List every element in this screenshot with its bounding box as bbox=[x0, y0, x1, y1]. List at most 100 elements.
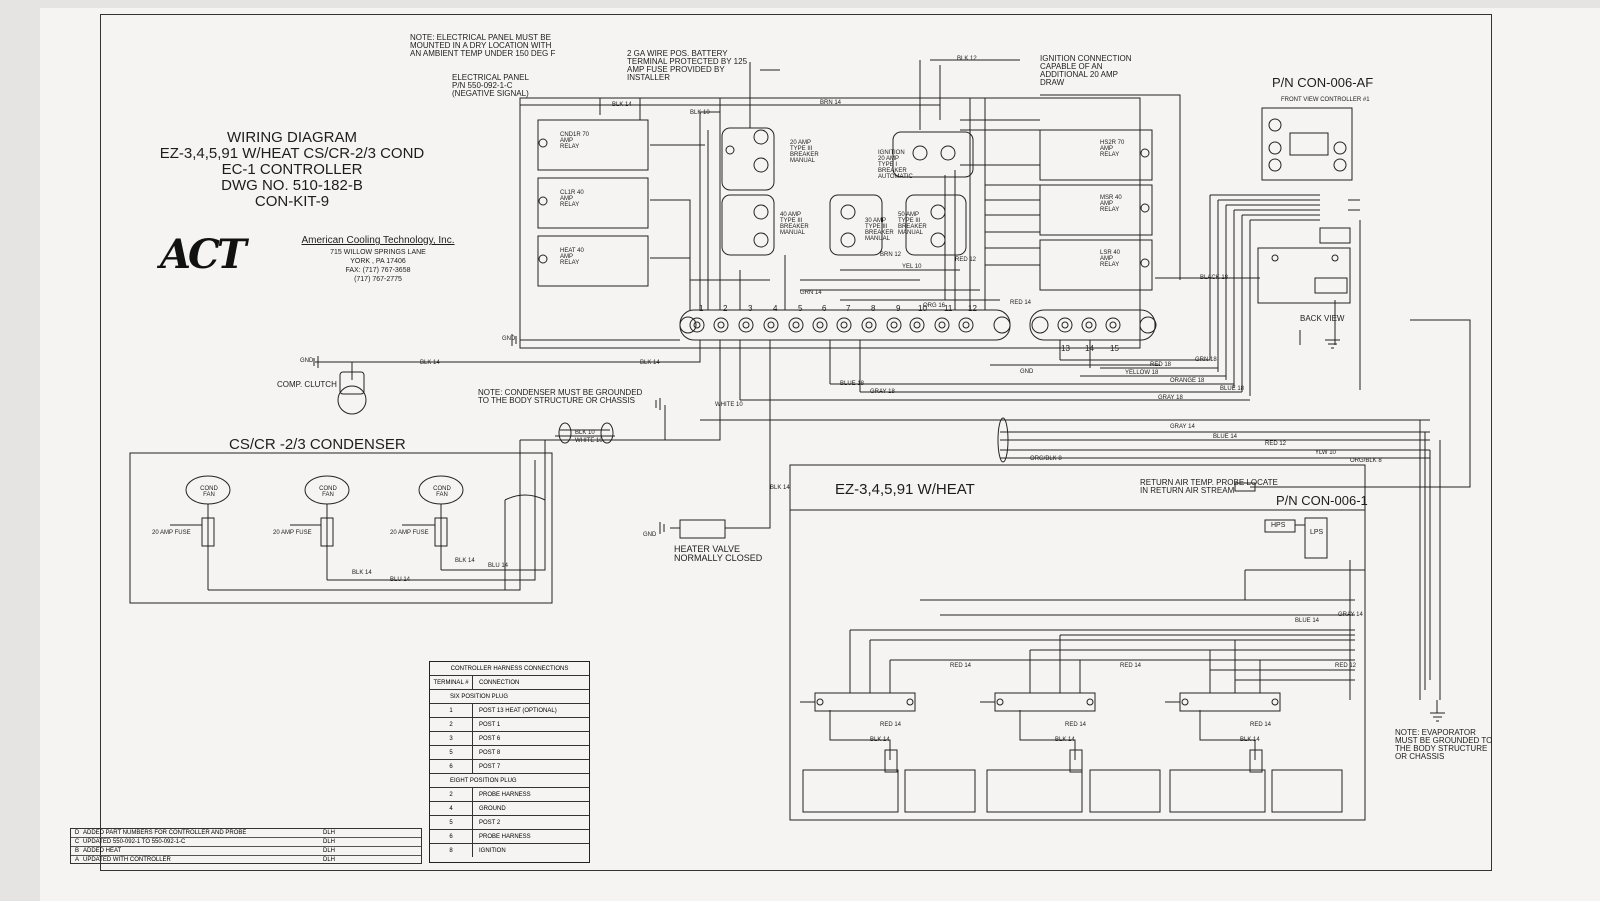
terminal-cell: 4 bbox=[430, 802, 473, 815]
col-connection: CONNECTION bbox=[479, 679, 520, 686]
relay-mount-hole bbox=[538, 138, 548, 148]
table-header: TERMINAL # CONNECTION bbox=[430, 676, 589, 690]
wire-label: ORANGE 18 bbox=[1170, 378, 1205, 384]
relay-mount-hole bbox=[538, 254, 548, 264]
wire-label: BLK 12 bbox=[957, 56, 977, 62]
wire-label: YEL 10 bbox=[902, 264, 922, 270]
terminal-post bbox=[1057, 317, 1073, 333]
six-position-header: SIX POSITION PLUG bbox=[430, 690, 589, 704]
terminal-strip-13-15 bbox=[1029, 309, 1156, 341]
table-title: CONTROLLER HARNESS CONNECTIONS bbox=[430, 662, 589, 676]
terminal-post-center bbox=[1061, 321, 1069, 329]
wire-label: GRAY 18 bbox=[870, 389, 895, 395]
terminal-post bbox=[763, 317, 779, 333]
terminal-11: 11 bbox=[944, 304, 953, 313]
wire-label: BLK 10 bbox=[690, 110, 710, 116]
title-block: WIRING DIAGRAM EZ-3,4,5,91 W/HEAT CS/CR-… bbox=[150, 130, 434, 210]
wire-label: GND bbox=[502, 336, 516, 342]
terminal-10: 10 bbox=[918, 304, 927, 313]
wire-label: ORG/BLK 8 bbox=[1350, 458, 1382, 464]
relay-lsr-label: LSR 40 AMP RELAY bbox=[1100, 250, 1121, 268]
wire-label: YELLOW 18 bbox=[1125, 370, 1159, 376]
wire-label: BLK 10 bbox=[575, 430, 595, 436]
terminal-post-center bbox=[865, 321, 873, 329]
terminal-9: 9 bbox=[896, 304, 901, 313]
connection-cell: POST 6 bbox=[479, 735, 501, 742]
wire-label: RED 14 bbox=[1010, 300, 1032, 306]
wire-label: RED 18 bbox=[1150, 362, 1172, 368]
evaporator-section-title: EZ-3,4,5,91 W/HEAT bbox=[835, 481, 975, 498]
rev-by: DLH bbox=[323, 857, 336, 863]
wire-label: RED 12 bbox=[1265, 441, 1287, 447]
wire-label: BLUE 14 bbox=[1295, 618, 1320, 624]
connection-cell: POST 2 bbox=[479, 819, 501, 826]
rev-desc: ADDED HEAT bbox=[83, 848, 122, 854]
terminal-cell: 5 bbox=[430, 816, 473, 829]
wire-label: BLK 14 bbox=[352, 570, 372, 576]
terminal-post bbox=[1081, 317, 1097, 333]
condenser-section-title: CS/CR -2/3 CONDENSER bbox=[229, 436, 406, 453]
wire-label: BLK 14 bbox=[1240, 737, 1260, 743]
title-line-4: DWG NO. 510-182-B bbox=[221, 177, 363, 194]
controller-pn-1: P/N CON-006-1 bbox=[1276, 493, 1368, 508]
rev-desc: UPDATED 550-092-1 TO 550-092-1-C bbox=[83, 839, 186, 845]
terminal-cell: 2 bbox=[430, 788, 473, 801]
terminal-cell: 1 bbox=[430, 704, 473, 717]
fuse-label-2: 20 AMP FUSE bbox=[273, 530, 312, 536]
paper-sheet bbox=[40, 8, 1600, 901]
terminal-post-center bbox=[742, 321, 750, 329]
terminal-cell: 8 bbox=[430, 844, 473, 857]
company-phone: (717) 767-2775 bbox=[354, 276, 402, 283]
wire-label: WHITE 10 bbox=[715, 402, 743, 408]
terminal-post bbox=[886, 317, 902, 333]
wire-label: RED 14 bbox=[950, 663, 972, 669]
wire-label: GRAY 14 bbox=[1338, 612, 1363, 618]
terminal-post bbox=[788, 317, 804, 333]
terminal-cell: 2 bbox=[430, 718, 473, 731]
evaporator-outline bbox=[789, 464, 1366, 821]
rev-letter: D bbox=[74, 830, 80, 836]
breaker-30a bbox=[829, 194, 883, 256]
rev-by: DLH bbox=[323, 839, 336, 845]
relay-cl1r bbox=[537, 177, 649, 229]
battery-wire-note: 2 GA WIRE POS. BATTERY TERMINAL PROTECTE… bbox=[627, 49, 748, 82]
wire-label: GND bbox=[1020, 369, 1034, 375]
terminal-8: 8 bbox=[871, 304, 876, 313]
relay-mount-hole bbox=[538, 196, 548, 206]
title-line-1: WIRING DIAGRAM bbox=[227, 129, 357, 146]
terminal-post-center bbox=[962, 321, 970, 329]
wire-label: ORG 16 bbox=[923, 303, 946, 309]
terminal-5: 5 bbox=[798, 304, 803, 313]
breaker-50a-label: 50 AMP TYPE III BREAKER MANUAL bbox=[898, 212, 927, 236]
wire-label: BLUE 18 bbox=[840, 381, 865, 387]
controller-pn-af: P/N CON-006-AF bbox=[1272, 75, 1374, 90]
terminal-post-center bbox=[816, 321, 824, 329]
wire-label: BLK 14 bbox=[420, 360, 440, 366]
terminal-post-center bbox=[693, 321, 701, 329]
front-view-label: FRONT VIEW CONTROLLER #1 bbox=[1281, 97, 1370, 103]
return-air-probe-note: RETURN AIR TEMP. PROBE LOCATE IN RETURN … bbox=[1140, 478, 1278, 495]
terminal-post bbox=[713, 317, 729, 333]
comp-clutch-label: COMP. CLUTCH bbox=[277, 380, 337, 389]
terminal-post-center bbox=[792, 321, 800, 329]
terminal-2: 2 bbox=[723, 304, 728, 313]
rev-desc: UPDATED WITH CONTROLLER bbox=[83, 857, 171, 863]
connection-cell: PROBE HARNESS bbox=[479, 833, 531, 840]
terminal-post bbox=[909, 317, 925, 333]
wire-label: GRN 18 bbox=[1195, 357, 1217, 363]
terminal-cell: 6 bbox=[430, 760, 473, 773]
terminal-7: 7 bbox=[846, 304, 851, 313]
relay-hs2r-label: HS2R 70 AMP RELAY bbox=[1100, 140, 1125, 158]
relay-msr bbox=[1039, 184, 1153, 236]
terminal-post bbox=[836, 317, 852, 333]
company-name: American Cooling Technology, Inc. bbox=[301, 235, 455, 246]
rev-by: DLH bbox=[323, 830, 336, 836]
terminal-strip-1-12 bbox=[679, 309, 1011, 341]
wire-label: RED 14 bbox=[880, 722, 902, 728]
harness-connections-table: CONTROLLER HARNESS CONNECTIONS TERMINAL … bbox=[429, 661, 590, 863]
